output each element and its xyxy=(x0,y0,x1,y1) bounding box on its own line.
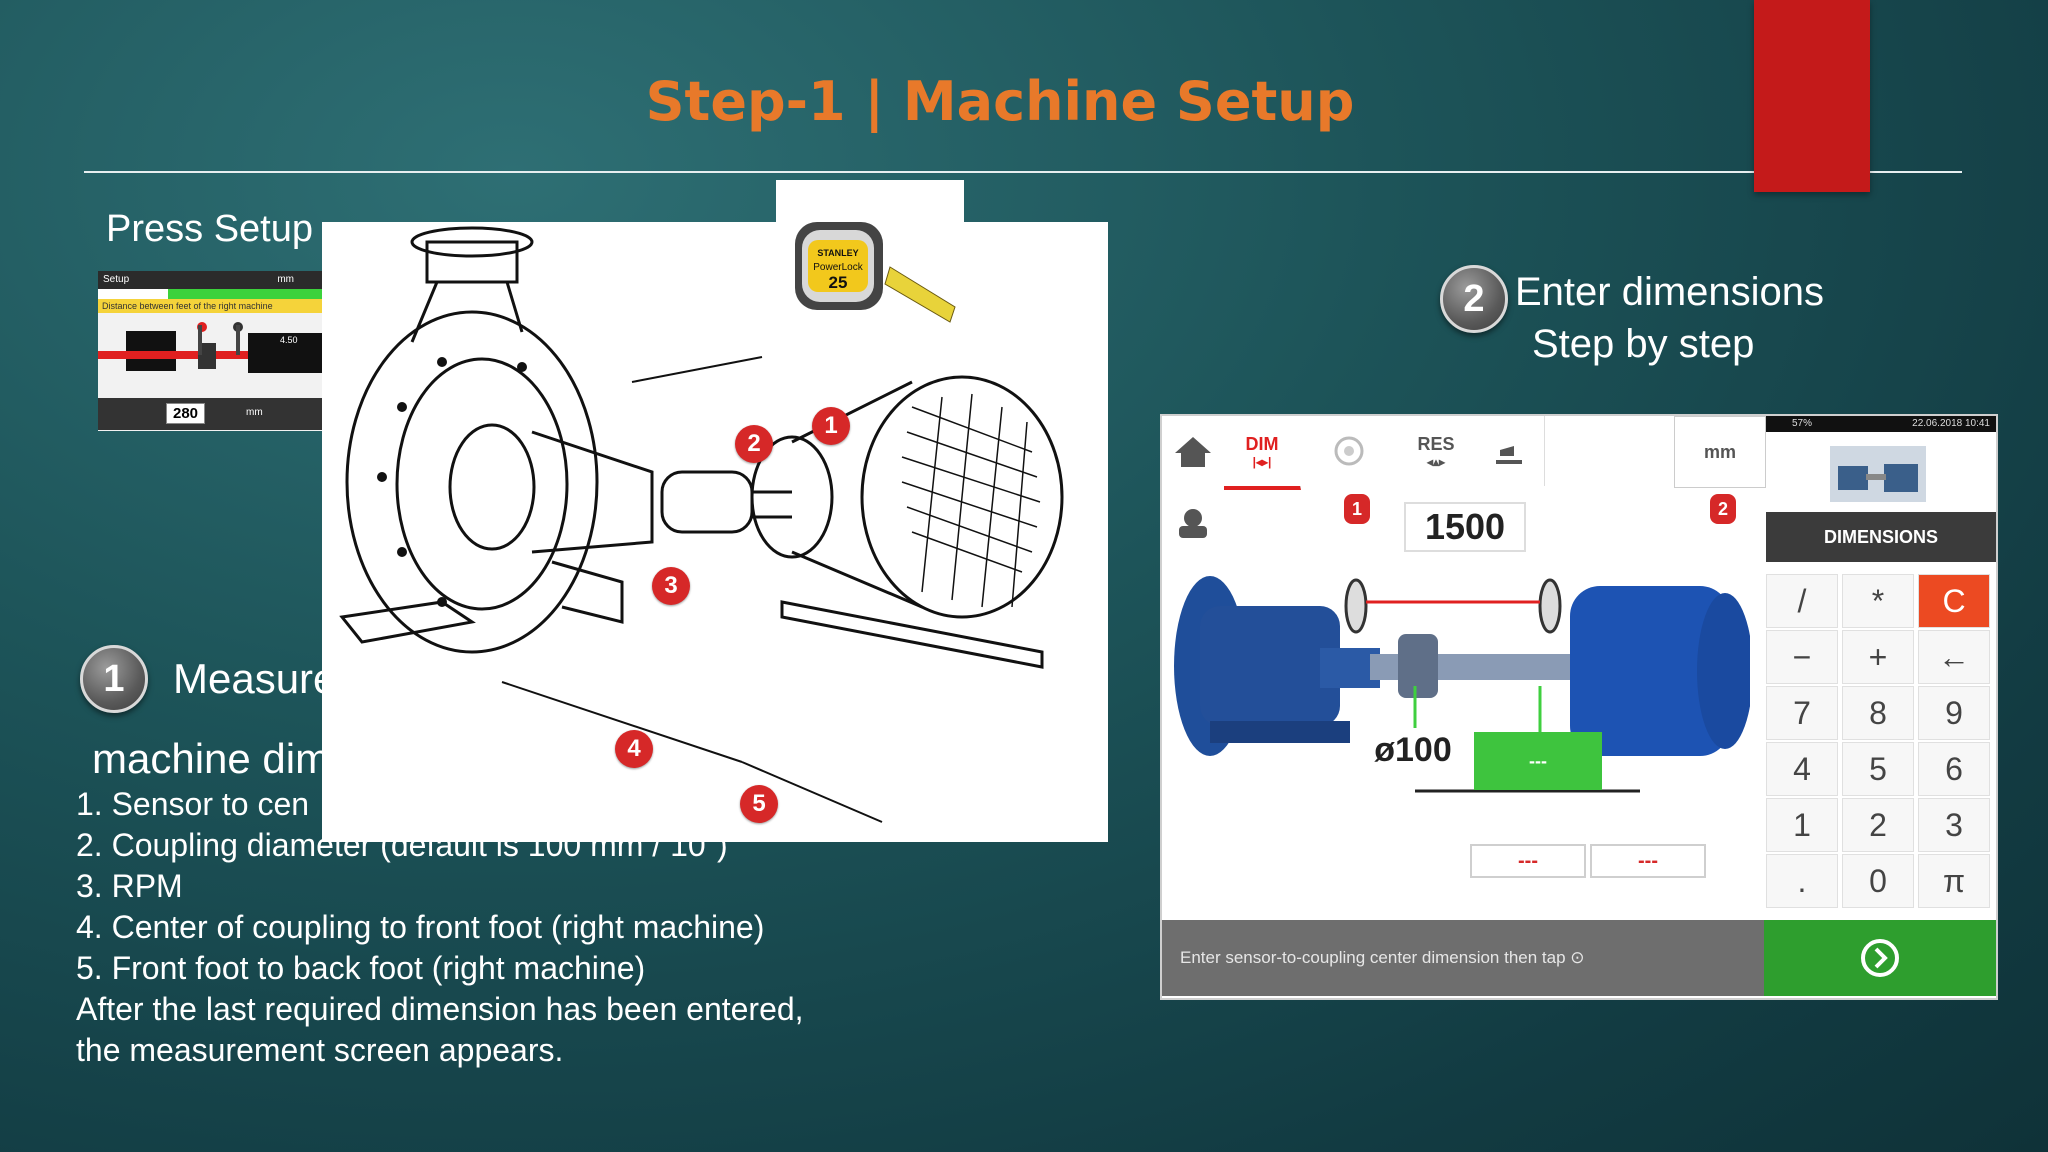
step1-line1: Measure xyxy=(173,655,337,702)
dimension-input-a[interactable]: --- xyxy=(1470,844,1586,878)
coupling-diameter-value: ø100 xyxy=(1374,731,1452,769)
key-7[interactable]: 7 xyxy=(1766,686,1838,740)
hint-text: Enter sensor-to-coupling center dimensio… xyxy=(1180,948,1566,967)
thumb-header-label: Setup xyxy=(103,274,130,285)
dim-arrow-icon: |◂▸| xyxy=(1252,454,1272,469)
key-9[interactable]: 9 xyxy=(1918,686,1990,740)
home-icon xyxy=(1175,437,1211,467)
setup-screen-thumbnail: Setup mm Distance between feet of the ri… xyxy=(98,271,324,431)
home-button[interactable] xyxy=(1162,416,1225,486)
active-dimension-input[interactable]: --- xyxy=(1474,732,1602,790)
alignment-app-screen: DIM |◂▸| RES ◂▴▸ mm 57% 22.06.2018 10:41… xyxy=(1160,414,1998,1000)
move-icon xyxy=(1496,446,1522,464)
marker-5: 5 xyxy=(740,785,778,823)
key-divide[interactable]: / xyxy=(1766,574,1838,628)
tape-model: PowerLock xyxy=(813,262,863,273)
thumb-value-unit: mm xyxy=(246,407,263,418)
press-setup-caption: Press Setup xyxy=(106,208,313,250)
dimension-input-b[interactable]: --- xyxy=(1590,844,1706,878)
key-4[interactable]: 4 xyxy=(1766,742,1838,796)
measure-tab[interactable] xyxy=(1300,416,1399,486)
rpm-input[interactable]: 1500 xyxy=(1404,502,1526,552)
step2-badge: 2 xyxy=(1440,265,1508,333)
step2-line2: Step by step xyxy=(1532,322,1755,366)
clock: 22.06.2018 10:41 xyxy=(1912,418,1990,429)
rpm-value: 1500 xyxy=(1424,506,1506,547)
res-tab-label: RES xyxy=(1417,433,1455,454)
pump-motor-sketch xyxy=(339,226,1064,823)
dimensions-panel-title: DIMENSIONS xyxy=(1766,512,1996,562)
pump-motor-drawing: 1 2 3 4 5 xyxy=(322,222,1108,842)
title-divider xyxy=(84,171,1962,173)
marker-3: 3 xyxy=(652,567,690,605)
thumb-header: Setup mm xyxy=(98,271,324,289)
dimension-tag-2: 2 xyxy=(1710,494,1736,524)
thumb-small-value: 4.50 xyxy=(280,335,298,345)
unit-label: mm xyxy=(1703,441,1736,462)
tape-size: 25 xyxy=(829,273,848,292)
move-tab[interactable] xyxy=(1474,416,1545,486)
machine-icon xyxy=(1179,509,1207,538)
key-plus[interactable]: + xyxy=(1842,630,1914,684)
key-multiply[interactable]: * xyxy=(1842,574,1914,628)
red-accent-bar xyxy=(1754,0,1870,192)
step1-badge: 1 xyxy=(80,645,148,713)
key-decimal[interactable]: . xyxy=(1766,854,1838,908)
list-item: 3. RPM xyxy=(76,868,183,904)
key-minus[interactable]: − xyxy=(1766,630,1838,684)
measure-icon xyxy=(1334,436,1364,466)
tape-brand: STANLEY xyxy=(817,248,858,258)
dim-tab-label: DIM xyxy=(1245,433,1279,454)
key-8[interactable]: 8 xyxy=(1842,686,1914,740)
key-0[interactable]: 0 xyxy=(1842,854,1914,908)
thumb-machine-sketch: 4.50 xyxy=(98,322,324,373)
list-item: 5. Front foot to back foot (right machin… xyxy=(76,950,646,986)
coupling-diameter-input[interactable]: ø100 xyxy=(1366,728,1460,772)
step2-line1: Enter dimensions xyxy=(1515,270,1825,314)
hint-bar: Enter sensor-to-coupling center dimensio… xyxy=(1162,920,1764,996)
key-2[interactable]: 2 xyxy=(1842,798,1914,852)
machine-config-button[interactable] xyxy=(1162,488,1224,558)
marker-2: 2 xyxy=(735,425,773,463)
next-circle-icon: ⊙ xyxy=(1570,948,1585,967)
dim-tab[interactable]: DIM |◂▸| xyxy=(1224,416,1301,490)
status-bar: 57% 22.06.2018 10:41 xyxy=(1766,416,1996,432)
footer-line: the measurement screen appears. xyxy=(76,1032,564,1068)
dimension-tag-1: 1 xyxy=(1344,494,1370,524)
step1-line2: machine dim xyxy=(92,735,331,782)
key-6[interactable]: 6 xyxy=(1918,742,1990,796)
res-tab[interactable]: RES ◂▴▸ xyxy=(1398,416,1475,486)
tape-measure-icon: STANLEY PowerLock 25 xyxy=(795,222,956,323)
pump-motor-3d-graphic xyxy=(1174,576,1750,793)
machine-thumbnail-icon xyxy=(1830,446,1926,502)
footer-line: After the last required dimension has be… xyxy=(76,991,804,1027)
dimension-list: 1. Sensor to cen 2. Coupling diameter (d… xyxy=(76,784,804,1071)
marker-1: 1 xyxy=(812,407,850,445)
marker-4: 4 xyxy=(615,730,653,768)
thumb-value: 280 xyxy=(166,403,206,424)
battery-status: 57% xyxy=(1792,418,1813,429)
machine-thumbnail[interactable] xyxy=(1766,432,1996,508)
thumb-hint: Distance between feet of the right machi… xyxy=(98,299,324,313)
key-5[interactable]: 5 xyxy=(1842,742,1914,796)
slide-title: Step-1 | Machine Setup xyxy=(645,70,1355,133)
key-pi[interactable]: π xyxy=(1918,854,1990,908)
next-button[interactable] xyxy=(1764,920,1996,996)
thumb-unit: mm xyxy=(277,274,294,285)
key-3[interactable]: 3 xyxy=(1918,798,1990,852)
key-backspace[interactable]: ← xyxy=(1918,630,1990,684)
list-item: 1. Sensor to cen xyxy=(76,786,310,822)
key-1[interactable]: 1 xyxy=(1766,798,1838,852)
arrow-right-circle-icon xyxy=(1861,939,1899,977)
res-arrow-icon: ◂▴▸ xyxy=(1426,454,1446,469)
key-clear[interactable]: C xyxy=(1918,574,1990,628)
list-item: 4. Center of coupling to front foot (rig… xyxy=(76,909,765,945)
tape-background xyxy=(776,180,964,228)
unit-button[interactable]: mm xyxy=(1674,416,1766,488)
